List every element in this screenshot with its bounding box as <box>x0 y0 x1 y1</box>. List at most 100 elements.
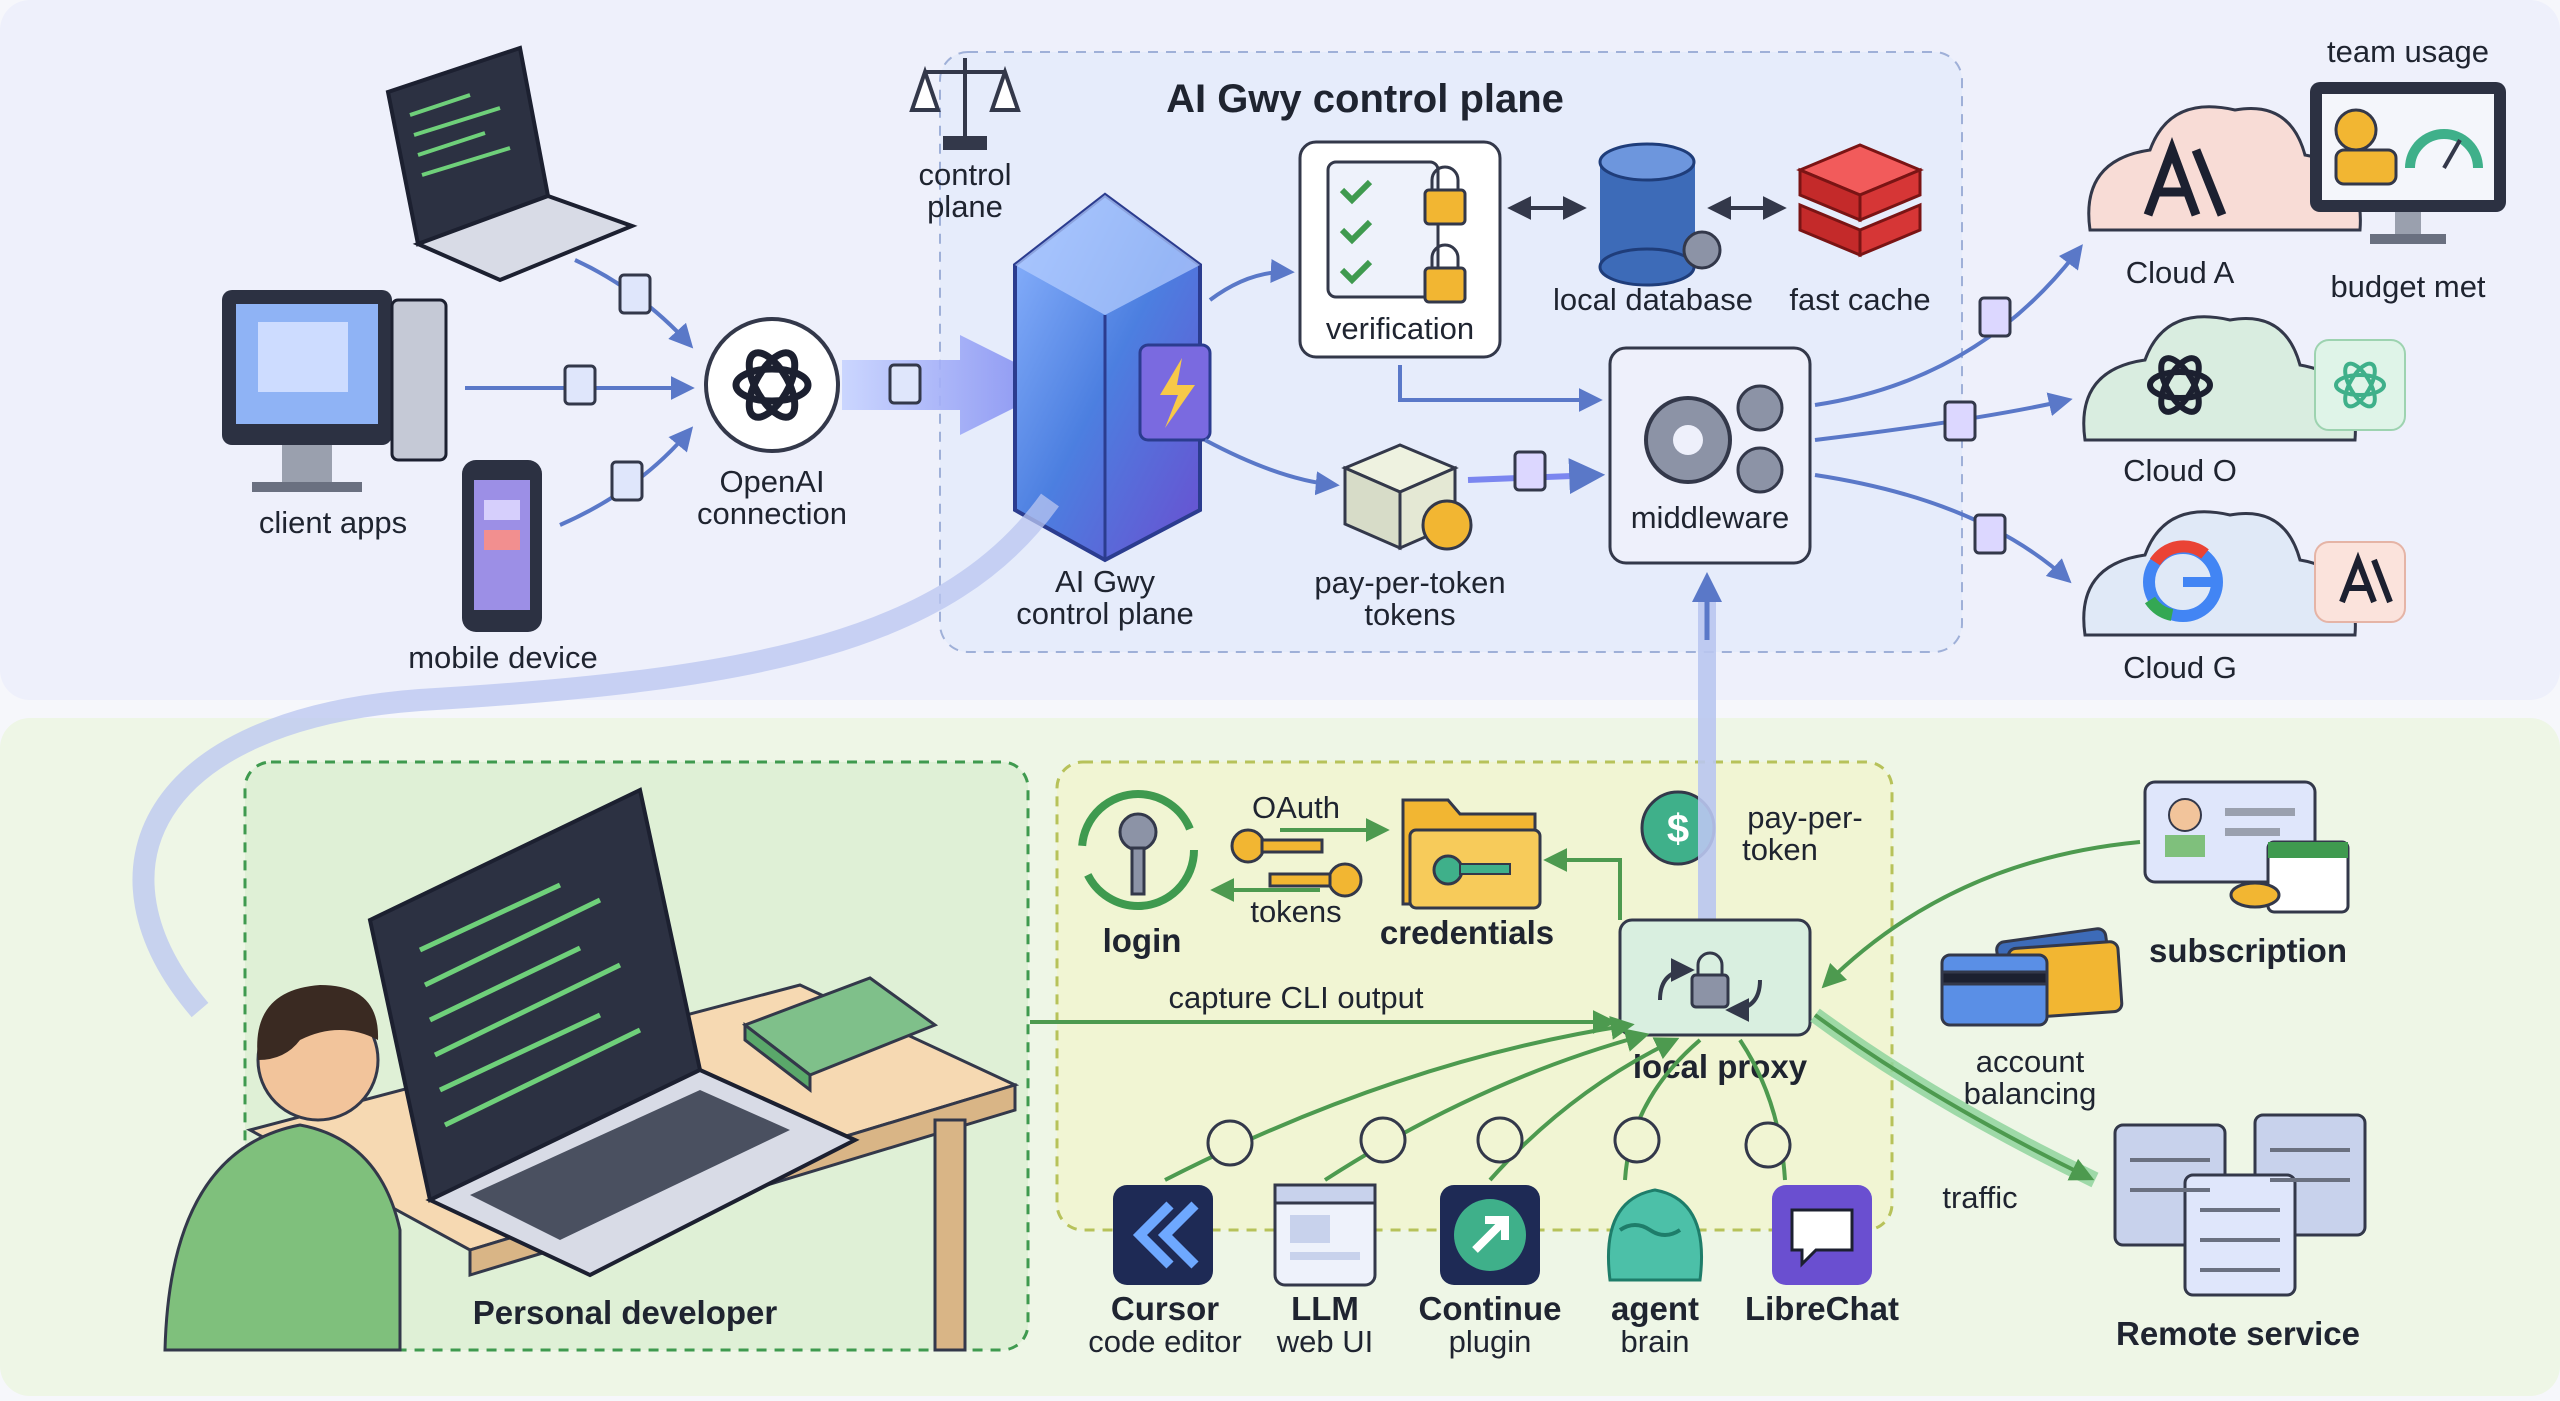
mobile-device-icon <box>462 460 542 632</box>
cloud-doc-icons <box>1943 296 2012 555</box>
remote-service-label: Remote service <box>2116 1315 2360 1352</box>
login-label: login <box>1103 922 1182 959</box>
llm-web-ui-icon <box>1273 1183 1377 1287</box>
client-apps-label: client apps <box>259 505 407 540</box>
gateway-crystal-icon <box>1013 192 1212 563</box>
gateway-label: AI Gwy <box>1055 564 1155 599</box>
tool-labels: Cursor code editor LLM web UI Continue p… <box>1088 1290 1899 1359</box>
tokens-label: tokens <box>1250 894 1341 929</box>
coin-icon <box>2229 881 2281 909</box>
team-usage-label: team usage <box>2327 34 2489 69</box>
crystal-to-verification-arrow <box>1208 259 1295 302</box>
oauth-keys-icon <box>1230 828 1363 898</box>
developer-laptop-icon <box>367 787 860 1278</box>
client-desktop-icon <box>222 290 448 492</box>
fast-cache-label: fast cache <box>1789 282 1930 317</box>
cloud-g-label: Cloud G <box>2123 650 2237 685</box>
ppt-label: pay-per-token <box>1314 565 1505 600</box>
subscription-card-icon <box>2143 780 2350 914</box>
coin-icon <box>1421 499 1473 551</box>
tool-name: LibreChat <box>1745 1290 1899 1327</box>
lock-icon <box>1690 951 1730 1009</box>
gateway-label-2: control plane <box>1016 596 1194 631</box>
scales-icon <box>909 58 1021 150</box>
openai-icon <box>704 317 840 453</box>
tool-sub: plugin <box>1449 1324 1532 1359</box>
cloud-o-label: Cloud O <box>2123 453 2237 488</box>
cloud-a-label: Cloud A <box>2126 255 2235 290</box>
tool-name: Cursor <box>1111 1290 1219 1327</box>
proxy-zone <box>1055 760 1894 1232</box>
verification-card <box>1298 140 1502 359</box>
proxy-to-middleware-beam <box>1698 600 1716 920</box>
coin-stack-icon <box>2334 108 2378 152</box>
middleware-label: middleware <box>1631 500 1790 535</box>
svg-text:$: $ <box>1667 807 1689 851</box>
scales-label: control <box>918 157 1011 192</box>
anthropic-badge-icon <box>2314 541 2406 623</box>
ppt-label-2: tokens <box>1364 597 1455 632</box>
subscription-label: subscription <box>2149 932 2347 969</box>
openai-label: OpenAI <box>719 464 824 499</box>
book-icon <box>741 976 939 1094</box>
credentials-label: credentials <box>1380 914 1554 951</box>
tool-name: Continue <box>1419 1290 1562 1327</box>
middleware-card <box>1608 346 1812 565</box>
crystal-to-ppt-arrow <box>1204 438 1340 496</box>
local-proxy-card <box>1618 918 1812 1037</box>
mobile-device-label: mobile device <box>408 640 598 675</box>
cloud-o-icon <box>2082 315 2357 442</box>
cache-icon <box>1796 143 1924 258</box>
swap-icons <box>1206 1116 1792 1169</box>
capture-label: capture CLI output <box>1168 980 1423 1015</box>
ppt-doc-icon <box>1513 450 1547 492</box>
cloud-g-icon <box>2082 510 2357 637</box>
credentials-folder-icon <box>1401 798 1542 910</box>
login-icon <box>1078 790 1198 910</box>
personal-developer-label: Personal developer <box>473 1294 778 1331</box>
librechat-icon <box>1772 1185 1872 1285</box>
beam-doc-icon <box>888 363 922 405</box>
cursor-editor-icon <box>1113 1185 1213 1285</box>
continue-plugin-icon <box>1440 1185 1540 1285</box>
subscription-to-proxy-arrow <box>1821 840 2141 989</box>
credit-cards-icon <box>1940 927 2124 1027</box>
client-laptop-icon <box>385 45 638 283</box>
control-plane-title: AI Gwy control plane <box>1166 77 1564 121</box>
verification-label: verification <box>1326 311 1474 346</box>
ppt-coin-icon: $ <box>1640 790 1716 866</box>
ppt-bottom-label: pay-per- <box>1747 800 1862 835</box>
tool-name: agent <box>1611 1290 1699 1327</box>
budget-met-label: budget met <box>2330 269 2485 304</box>
openai-badge-icon <box>2314 339 2406 431</box>
proxy-to-credentials-arrow <box>1543 848 1622 920</box>
agent-brain-icon <box>1606 1188 1704 1282</box>
ppt-bottom-label-2: token <box>1742 832 1818 867</box>
cloud-a-icon <box>2087 105 2362 232</box>
pay-per-token-icon <box>1341 443 1473 551</box>
account-balancing-label-2: balancing <box>1964 1076 2097 1111</box>
doc-icons <box>563 273 652 502</box>
openai-label-2: connection <box>697 496 847 531</box>
local-proxy-label: local proxy <box>1633 1048 1808 1085</box>
traffic-label: traffic <box>1942 1180 2017 1215</box>
tool-name: LLM <box>1291 1290 1359 1327</box>
verification-to-middleware-arrow <box>1398 365 1603 412</box>
oauth-label: OAuth <box>1252 790 1340 825</box>
swoosh-connector <box>132 493 1059 1018</box>
scales-label-2: plane <box>927 189 1003 224</box>
lock-icon <box>1423 165 1467 304</box>
remote-servers-icon <box>2113 1113 2367 1297</box>
tool-sub: code editor <box>1088 1324 1241 1359</box>
developer-person-icon <box>163 985 402 1352</box>
usage-monitor-icon <box>2310 82 2506 244</box>
beam-arrow <box>842 335 1060 435</box>
traffic-arrow-head <box>1813 1013 2095 1181</box>
account-balancing-label: account <box>1976 1044 2085 1079</box>
database-icon <box>1598 142 1722 287</box>
tool-sub: web UI <box>1276 1324 1373 1359</box>
local-database-label: local database <box>1553 282 1753 317</box>
tool-sub: brain <box>1621 1324 1690 1359</box>
